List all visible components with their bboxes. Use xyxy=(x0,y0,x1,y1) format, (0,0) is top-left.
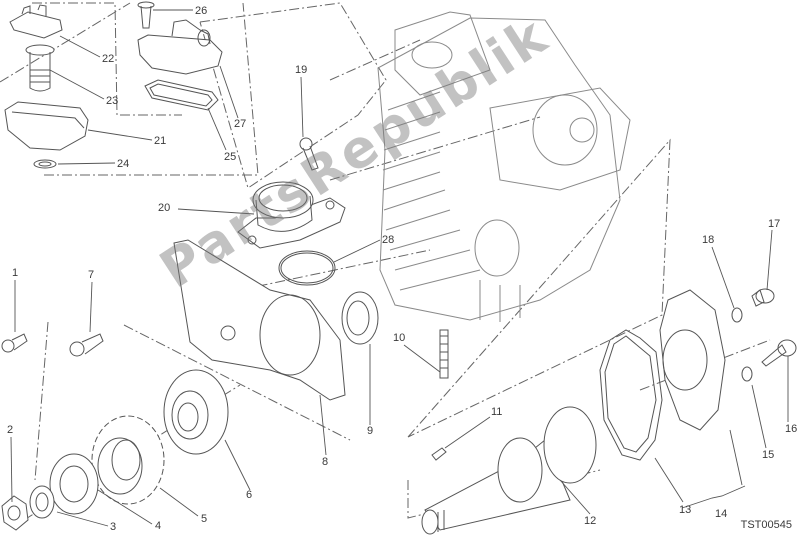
callout-6[interactable]: 6 xyxy=(246,489,253,501)
part-3-washer xyxy=(29,485,55,519)
callout-25[interactable]: 25 xyxy=(224,151,237,163)
callout-5[interactable]: 5 xyxy=(201,513,208,525)
part-15-washer xyxy=(741,366,753,382)
part-20-flange xyxy=(237,181,346,249)
callout-21[interactable]: 21 xyxy=(154,135,167,147)
part-26-screw xyxy=(137,1,155,29)
part-7-screw xyxy=(69,333,104,357)
part-23-screw xyxy=(25,44,55,92)
part-16-screw xyxy=(761,339,797,367)
part-1-screw xyxy=(1,333,28,353)
callout-7[interactable]: 7 xyxy=(88,269,95,281)
callout-12[interactable]: 12 xyxy=(584,515,597,527)
callout-14[interactable]: 14 xyxy=(715,508,728,520)
callout-3[interactable]: 3 xyxy=(110,521,117,533)
callout-18[interactable]: 18 xyxy=(702,234,715,246)
part-28-o-ring xyxy=(278,250,336,286)
callout-16[interactable]: 16 xyxy=(785,423,798,435)
callout-9[interactable]: 9 xyxy=(367,425,374,437)
part-14-sensor-cover xyxy=(659,289,726,431)
part-10-stud xyxy=(439,329,449,379)
part-12-camshaft xyxy=(421,406,597,535)
part-25-gasket xyxy=(144,79,219,111)
callout-2[interactable]: 2 xyxy=(7,424,14,436)
callout-27[interactable]: 27 xyxy=(234,118,247,130)
callout-26[interactable]: 26 xyxy=(195,5,208,17)
part-22-clip xyxy=(9,4,63,39)
callout-22[interactable]: 22 xyxy=(102,53,115,65)
part-5-pulley xyxy=(91,415,165,505)
part-6-hub xyxy=(163,369,229,455)
part-18-washer xyxy=(731,307,743,323)
callout-13[interactable]: 13 xyxy=(679,504,692,516)
callout-17[interactable]: 17 xyxy=(768,218,781,230)
part-17-screw xyxy=(751,288,775,307)
part-27-spigot-cover xyxy=(137,19,223,75)
callout-15[interactable]: 15 xyxy=(762,449,775,461)
group-boundary-lines xyxy=(0,2,771,521)
callout-11[interactable]: 11 xyxy=(491,406,503,418)
callout-8[interactable]: 8 xyxy=(322,456,329,468)
callout-24[interactable]: 24 xyxy=(117,158,130,170)
part-19-screw xyxy=(299,137,319,171)
part-9-seal xyxy=(341,291,379,345)
callout-4[interactable]: 4 xyxy=(155,520,162,532)
leader-lines xyxy=(10,9,789,527)
part-8-belt-cover xyxy=(173,239,346,401)
callout-19[interactable]: 19 xyxy=(295,64,308,76)
part-13-gasket xyxy=(599,329,663,461)
part-2-nut xyxy=(1,495,29,531)
callout-23[interactable]: 23 xyxy=(106,95,119,107)
cylinder-head xyxy=(377,11,631,322)
callout-1[interactable]: 1 xyxy=(12,267,19,279)
callout-10[interactable]: 10 xyxy=(393,332,406,344)
part-11-key xyxy=(431,447,447,461)
part-24-washer xyxy=(33,159,57,169)
callout-28[interactable]: 28 xyxy=(382,234,395,246)
callout-20[interactable]: 20 xyxy=(158,202,171,214)
part-21-cover xyxy=(4,101,89,151)
part-4-flange xyxy=(49,453,99,515)
drawing-id: TST00545 xyxy=(740,519,792,531)
